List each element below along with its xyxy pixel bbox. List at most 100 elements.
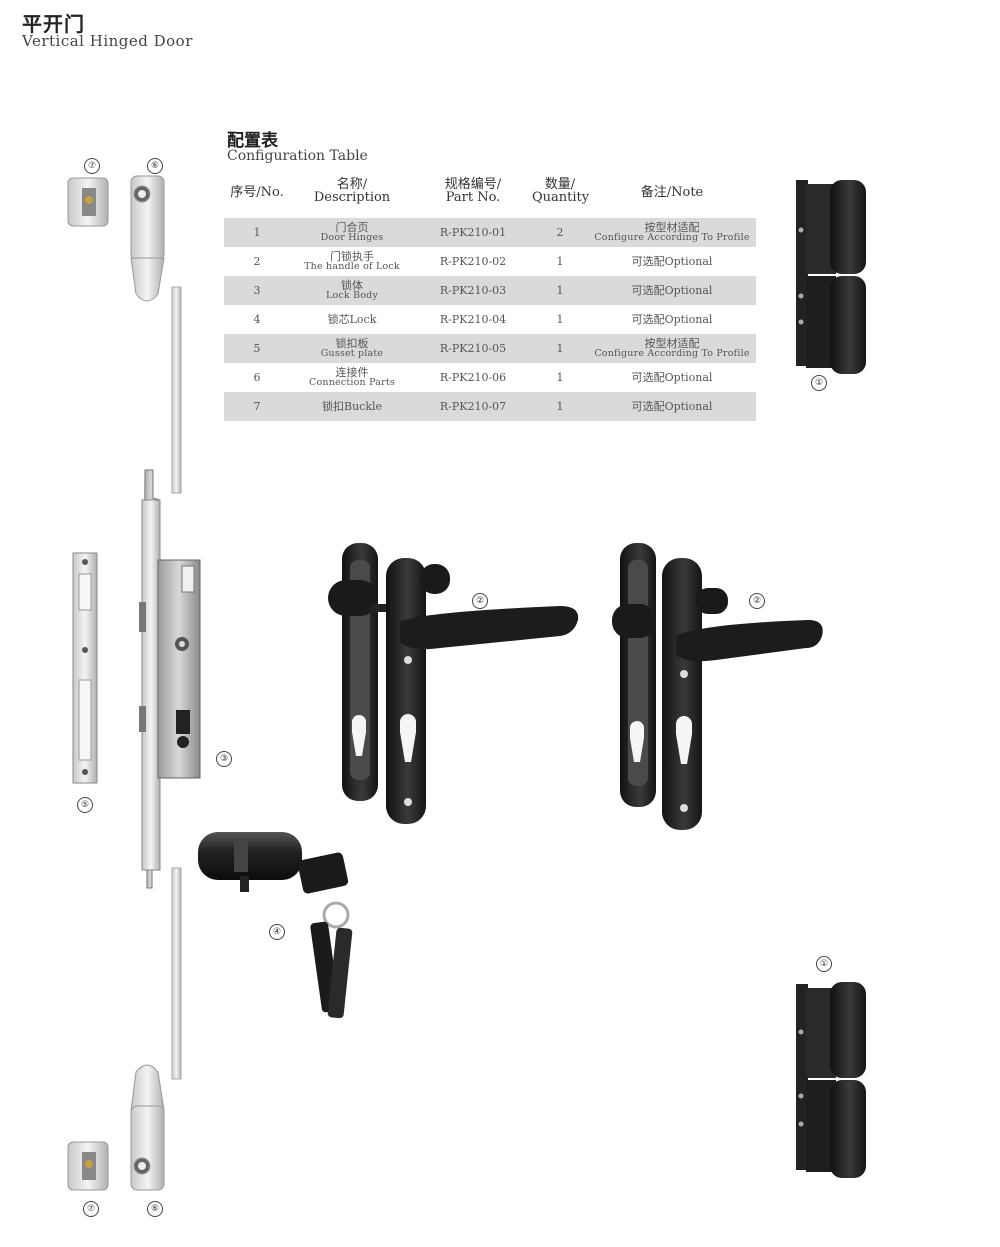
desc-cn: 锁扣板 xyxy=(335,337,369,350)
header-note-label: 备注/Note xyxy=(640,185,704,200)
cell-quantity: 1 xyxy=(556,313,564,326)
header-quantity-cn: 数量/ xyxy=(544,177,576,192)
cell-quantity: 1 xyxy=(556,255,564,268)
header-part-no: 规格编号/ Part No. xyxy=(414,178,532,204)
cell-no: 5 xyxy=(253,342,261,355)
cell-note: 可选配Optional xyxy=(631,255,713,268)
note-en: Configure According To Profile xyxy=(594,232,750,243)
cell-quantity: 1 xyxy=(556,284,564,297)
connection-part xyxy=(130,175,165,302)
lock-cylinder xyxy=(198,832,353,1019)
upper-rod xyxy=(171,286,182,494)
page-title-en: Vertical Hinged Door xyxy=(22,32,193,50)
desc-cn: 连接件 xyxy=(335,366,369,379)
desc-en: Gusset plate xyxy=(320,348,384,359)
cell-note: 可选配Optional xyxy=(631,400,713,413)
header-part-no-en: Part No. xyxy=(445,190,501,205)
note-cn: 按型材适配 xyxy=(644,221,700,234)
buckle-part xyxy=(67,1141,109,1191)
cell-description: 锁扣Buckle xyxy=(321,400,383,413)
header-quantity-en: Quantity xyxy=(532,190,590,205)
desc-en: Lock Body xyxy=(325,290,379,301)
callout-2: ② xyxy=(749,593,765,609)
cell-part-no: R-PK210-06 xyxy=(439,371,507,384)
table-row: 7 锁扣Buckle R-PK210-07 1 可选配Optional xyxy=(224,392,756,421)
header-no-label: 序号/No. xyxy=(230,185,284,200)
cell-note: 可选配Optional xyxy=(631,313,713,326)
cell-quantity: 1 xyxy=(556,371,564,384)
cell-part-no: R-PK210-05 xyxy=(439,342,507,355)
cell-part-no: R-PK210-02 xyxy=(439,255,507,268)
callout-5: ⑤ xyxy=(77,797,93,813)
door-handle xyxy=(612,543,823,830)
cell-part-no: R-PK210-03 xyxy=(439,284,507,297)
callout-6: ⑥ xyxy=(147,1201,163,1217)
cell-no: 3 xyxy=(253,284,261,297)
desc-cn: 锁体 xyxy=(341,279,363,292)
connection-part xyxy=(130,1064,165,1191)
header-description-cn: 名称/ xyxy=(336,177,368,192)
door-hinge xyxy=(796,982,866,1178)
callout-3: ③ xyxy=(216,751,232,767)
table-header: 序号/No. 名称/ Description 规格编号/ Part No. 数量… xyxy=(224,178,756,218)
lock-body xyxy=(139,469,201,889)
callout-4: ④ xyxy=(269,924,285,940)
table-row: 4 锁芯Lock R-PK210-04 1 可选配Optional xyxy=(224,305,756,334)
config-table-title-en: Configuration Table xyxy=(227,148,368,164)
header-description: 名称/ Description xyxy=(290,178,414,204)
gusset-plate xyxy=(72,552,98,784)
door-handle xyxy=(328,543,579,824)
desc-en: Connection Parts xyxy=(309,377,395,388)
callout-2: ② xyxy=(472,593,488,609)
cell-description: 锁芯Lock xyxy=(327,313,377,326)
callout-7: ⑦ xyxy=(84,158,100,174)
cell-no: 7 xyxy=(253,400,261,413)
header-no: 序号/No. xyxy=(224,186,290,199)
header-quantity: 数量/ Quantity xyxy=(532,177,590,205)
buckle-part xyxy=(67,177,109,227)
config-table-title-cn: 配置表 xyxy=(227,131,278,151)
callout-1: ① xyxy=(811,375,827,391)
callout-6: ⑥ xyxy=(147,158,163,174)
desc-cn: 门锁执手 xyxy=(330,250,374,263)
desc-cn: 门合页 xyxy=(335,221,369,234)
callout-1: ① xyxy=(816,956,832,972)
lower-rod xyxy=(171,867,182,1080)
cell-note: 可选配Optional xyxy=(631,284,713,297)
callout-7: ⑦ xyxy=(83,1201,99,1217)
page-title-cn: 平开门 xyxy=(22,12,85,36)
cell-no: 1 xyxy=(253,226,261,239)
note-en: Configure According To Profile xyxy=(594,348,750,359)
header-description-en: Description xyxy=(313,190,391,205)
door-hinge xyxy=(796,180,866,374)
desc-en: Door Hinges xyxy=(320,232,384,243)
header-part-no-cn: 规格编号/ xyxy=(444,177,502,192)
header-note: 备注/Note xyxy=(588,186,756,199)
cell-quantity: 1 xyxy=(556,400,564,413)
cell-quantity: 1 xyxy=(556,342,564,355)
note-cn: 按型材适配 xyxy=(644,337,700,350)
cell-no: 6 xyxy=(253,371,261,384)
cell-part-no: R-PK210-04 xyxy=(439,313,507,326)
configuration-table: 序号/No. 名称/ Description 规格编号/ Part No. 数量… xyxy=(224,178,756,421)
cell-no: 4 xyxy=(253,313,261,326)
cell-part-no: R-PK210-07 xyxy=(439,400,507,413)
cell-quantity: 2 xyxy=(556,226,564,239)
cell-part-no: R-PK210-01 xyxy=(439,226,507,239)
desc-en: The handle of Lock xyxy=(304,261,400,272)
cell-note: 可选配Optional xyxy=(631,371,713,384)
cell-no: 2 xyxy=(253,255,261,268)
